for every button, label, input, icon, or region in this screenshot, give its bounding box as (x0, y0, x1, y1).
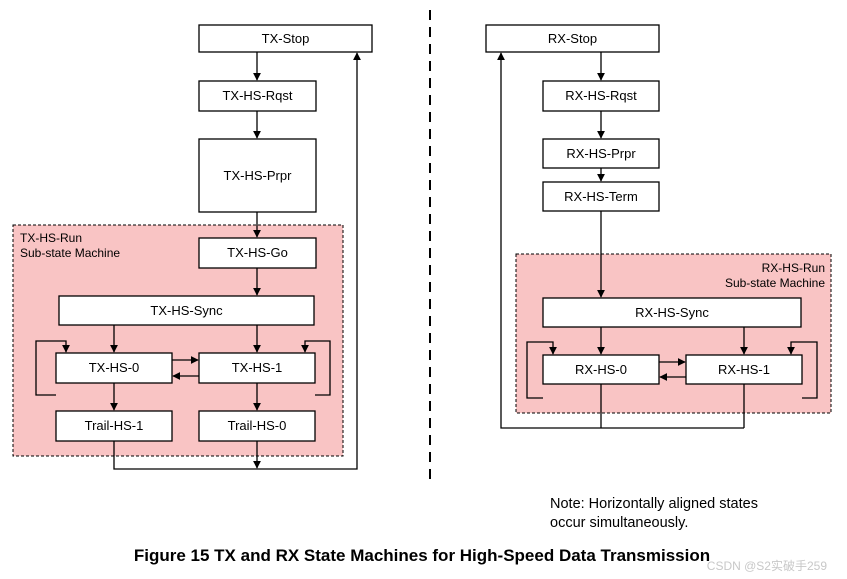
rx-hs-rqst-state: RX-HS-Rqst (542, 80, 660, 112)
tx-hs-rqst-label: TX-HS-Rqst (222, 88, 292, 103)
note-line-1: Note: Horizontally aligned states (550, 496, 758, 512)
rx-hs-term-state: RX-HS-Term (542, 181, 660, 212)
tx-hs-0-label: TX-HS-0 (89, 360, 140, 375)
rx-self-loop-hs0 (526, 341, 557, 399)
rx-hs-0-label: RX-HS-0 (575, 362, 627, 377)
rx-hs-sync-state: RX-HS-Sync (542, 297, 802, 328)
rx-hs-sync-label: RX-HS-Sync (635, 305, 709, 320)
rx-self-loop-hs1 (787, 341, 818, 399)
tx-hs-prpr-state: TX-HS-Prpr (198, 138, 317, 213)
tx-hs-prpr-label: TX-HS-Prpr (224, 168, 293, 183)
note-line-2: occur simultaneously. (550, 515, 688, 531)
trail-hs-1-label: Trail-HS-1 (85, 418, 144, 433)
tx-self-loop-hs0 (35, 340, 70, 396)
rx-hs-1-state: RX-HS-1 (685, 354, 803, 385)
rx-return-to-stop (497, 52, 744, 429)
tx-hs-0-state: TX-HS-0 (55, 352, 173, 384)
tx-submachine-title: TX-HS-Run (20, 231, 82, 245)
rx-hs-prpr-label: RX-HS-Prpr (566, 146, 636, 161)
tx-hs-sync-state: TX-HS-Sync (58, 295, 315, 326)
rx-state-machine: RX-HS-Run Sub-state Machine RX-Stop RX-H… (485, 24, 832, 429)
rx-submachine-title: RX-HS-Run (762, 261, 825, 275)
trail-hs-0-state: Trail-HS-0 (198, 410, 316, 442)
tx-hs-go-label: TX-HS-Go (227, 245, 288, 260)
rx-hs-1-label: RX-HS-1 (718, 362, 770, 377)
tx-hs-go-state: TX-HS-Go (198, 237, 317, 269)
tx-merge-trail1 (113, 441, 257, 470)
tx-stop-state: TX-Stop (198, 24, 373, 53)
rx-submachine-subtitle: Sub-state Machine (725, 276, 825, 290)
trail-hs-1-state: Trail-HS-1 (55, 410, 173, 442)
rx-stop-state: RX-Stop (485, 24, 660, 53)
rx-hs-rqst-label: RX-HS-Rqst (565, 88, 637, 103)
tx-state-machine: TX-HS-Run Sub-state Machine TX-Stop TX-H… (12, 24, 373, 470)
tx-hs-rqst-state: TX-HS-Rqst (198, 80, 317, 112)
rx-transitions (497, 52, 818, 429)
tx-submachine-subtitle: Sub-state Machine (20, 246, 120, 260)
tx-hs-1-label: TX-HS-1 (232, 360, 283, 375)
rx-hs-prpr-state: RX-HS-Prpr (542, 138, 660, 169)
figure-caption: Figure 15 TX and RX State Machines for H… (134, 546, 710, 565)
rx-hs-term-label: RX-HS-Term (564, 189, 638, 204)
rx-hs-run-region (515, 253, 832, 414)
tx-self-loop-hs1 (301, 340, 331, 396)
rx-stop-label: RX-Stop (548, 31, 597, 46)
tx-hs-sync-label: TX-HS-Sync (150, 303, 223, 318)
watermark: CSDN @S2实破手259 (707, 558, 828, 573)
tx-hs-1-state: TX-HS-1 (198, 352, 316, 384)
tx-transitions (35, 52, 361, 470)
tx-stop-label: TX-Stop (262, 31, 310, 46)
rx-hs-0-state: RX-HS-0 (542, 354, 660, 385)
tx-return-to-stop (257, 52, 361, 470)
trail-hs-0-label: Trail-HS-0 (228, 418, 287, 433)
